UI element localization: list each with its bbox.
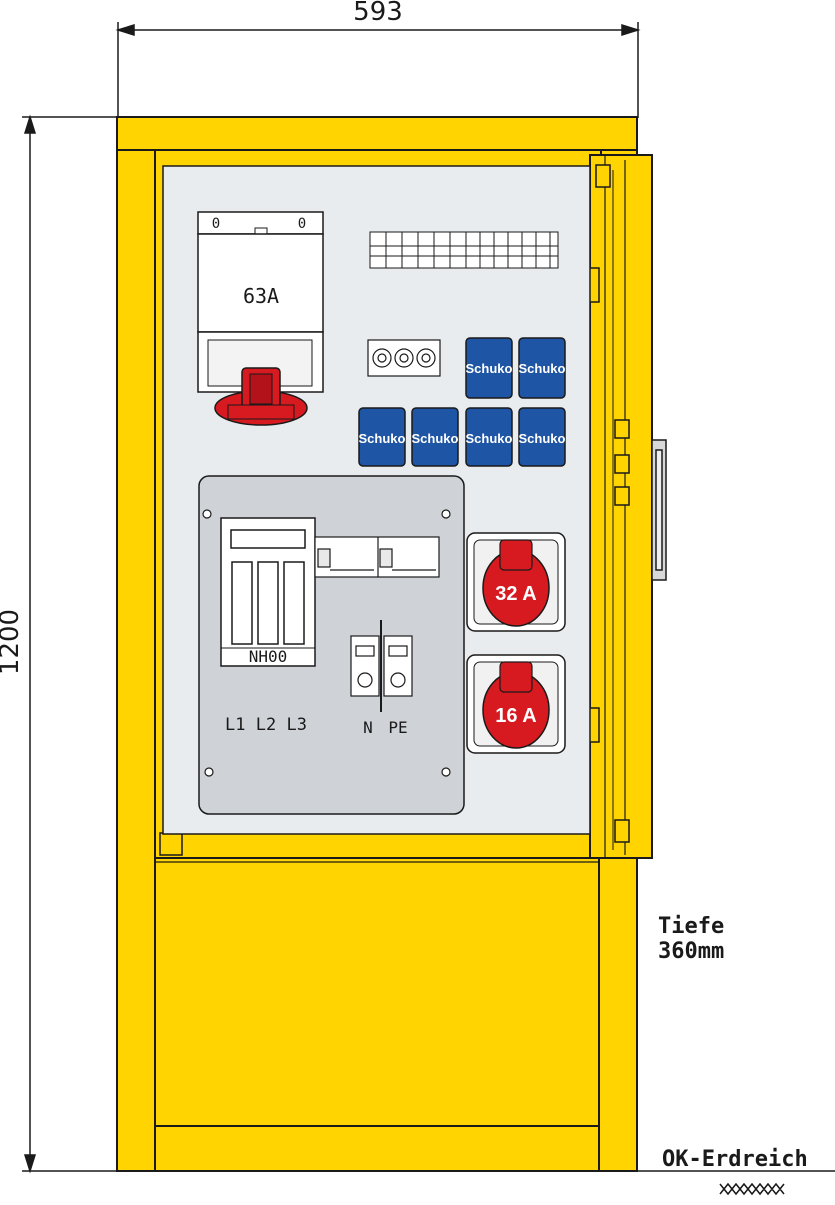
nh00-fuse-base: [220, 517, 316, 667]
door-handle: [651, 439, 667, 581]
schuko-label: Schuko: [359, 431, 406, 446]
schuko-socket: Schuko: [358, 407, 406, 467]
schuko-socket: Schuko: [518, 337, 566, 399]
fuse-label: NH00: [249, 647, 288, 666]
main-switch-label: 63A: [243, 284, 279, 308]
rcd-devices: [314, 536, 440, 578]
plinth: [154, 1125, 600, 1172]
panel-screw: [441, 509, 451, 519]
ground-label: OK-Erdreich: [662, 1147, 808, 1172]
cee-socket-32a: 32 A: [466, 532, 566, 632]
width-dimension: [115, 22, 641, 118]
cee-socket-16a: 16 A: [466, 654, 566, 754]
cee-socket-32a-label: 32 A: [495, 583, 537, 605]
schuko-label: Schuko: [466, 431, 513, 446]
schuko-label: Schuko: [519, 361, 566, 376]
roof: [116, 116, 638, 151]
schuko-socket: Schuko: [411, 407, 459, 467]
schuko-label: Schuko: [412, 431, 459, 446]
main-switch-mark-left: 0: [212, 216, 220, 232]
panel-screw: [204, 767, 214, 777]
height-label: 1200: [0, 609, 25, 675]
panel-screw: [441, 767, 451, 777]
left-post: [116, 149, 156, 1172]
width-label: 593: [353, 0, 403, 27]
cee-socket-16a-label: 16 A: [495, 705, 537, 727]
schuko-label: Schuko: [466, 361, 513, 376]
schuko-socket: Schuko: [518, 407, 566, 467]
neutral-label: N: [363, 718, 373, 737]
schuko-socket: Schuko: [465, 337, 513, 399]
depth-value: 360mm: [658, 939, 724, 964]
n-pe-terminals: [350, 620, 413, 712]
main-switch-mark-right: 0: [298, 216, 306, 232]
circuit-breaker-row: [369, 231, 559, 269]
schuko-label: Schuko: [519, 431, 566, 446]
panel-screw: [202, 509, 212, 519]
ground-line: [599, 1170, 835, 1196]
lower-compartment: [154, 857, 600, 1127]
height-dimension: [22, 114, 120, 1174]
earth-label: PE: [388, 718, 407, 737]
fuse-subpanel: NH00 L1 L2 L3 N PE: [198, 475, 465, 815]
phases-label: L1 L2 L3: [225, 715, 307, 735]
terminal-block: [367, 339, 441, 377]
depth-label: Tiefe: [658, 914, 724, 939]
schuko-socket: Schuko: [465, 407, 513, 467]
main-switch: 0 0 63A: [197, 211, 324, 426]
